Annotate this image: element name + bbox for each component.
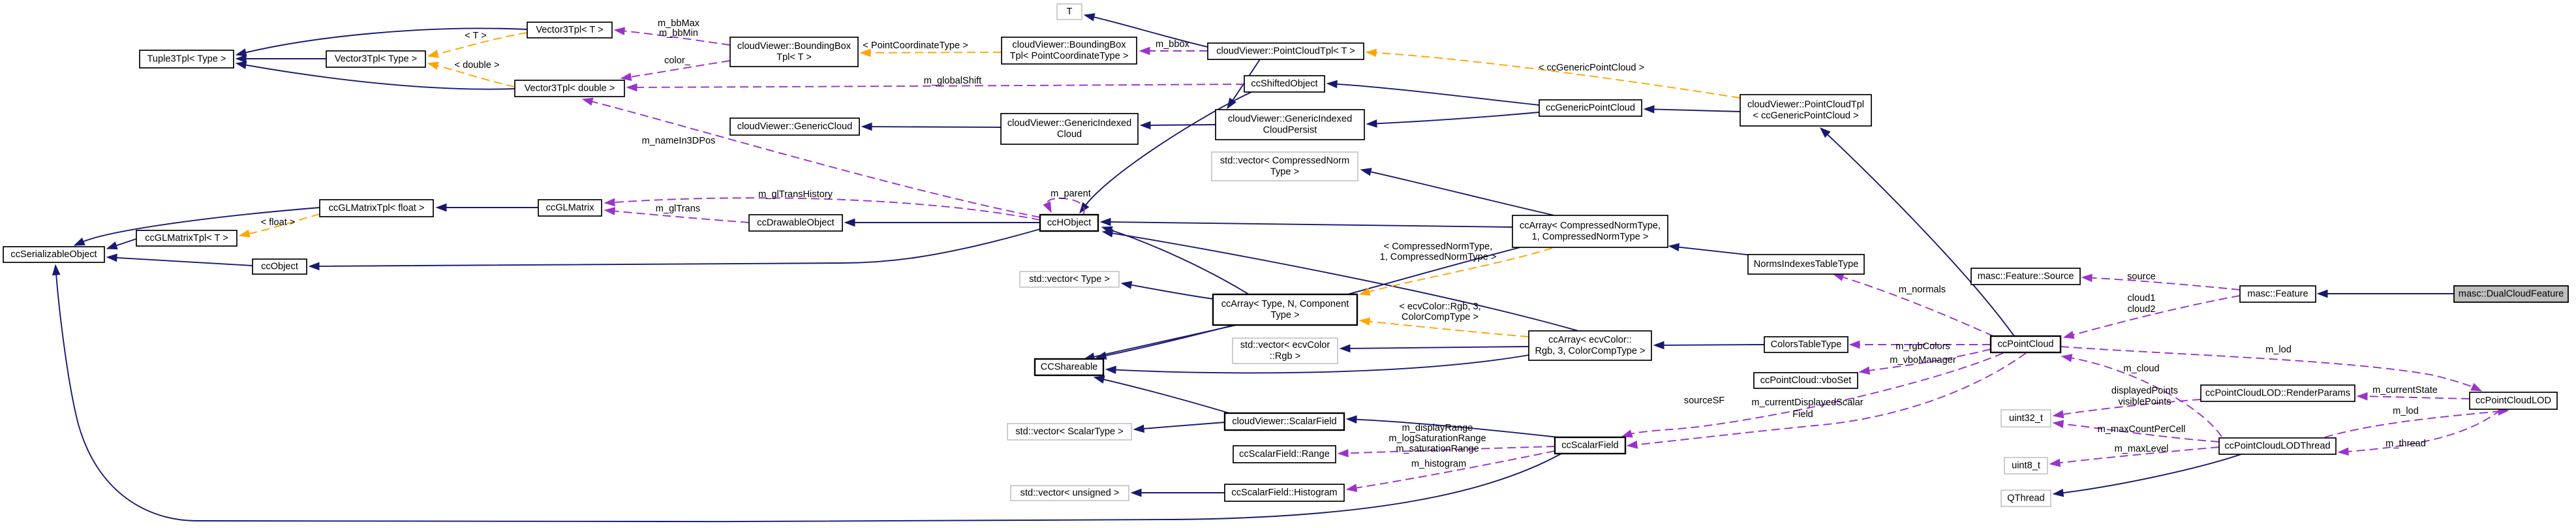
svg-text:ccDrawableObject: ccDrawableObject <box>757 218 834 228</box>
svg-text:QThread: QThread <box>2007 493 2045 504</box>
svg-text:m_glTransHistory: m_glTransHistory <box>758 189 833 200</box>
svg-text:displayedPoints: displayedPoints <box>2111 386 2178 396</box>
svg-text:NormsIndexesTableType: NormsIndexesTableType <box>1754 259 1859 270</box>
svg-text:ccArray< CompressedNormType,: ccArray< CompressedNormType, <box>1520 221 1661 231</box>
svg-text:std::vector< unsigned >: std::vector< unsigned > <box>1020 488 1120 499</box>
svg-text:Vector3Tpl< Type >: Vector3Tpl< Type > <box>335 54 417 65</box>
svg-text:uint32_t: uint32_t <box>2009 413 2043 424</box>
svg-text:std::vector< CompressedNorm: std::vector< CompressedNorm <box>1220 156 1349 166</box>
svg-text:cloudViewer::GenericIndexed: cloudViewer::GenericIndexed <box>1228 114 1352 125</box>
svg-text:cloudViewer::GenericCloud: cloudViewer::GenericCloud <box>737 121 853 132</box>
svg-text:cloudViewer::PointCloudTpl< T: cloudViewer::PointCloudTpl< T > <box>1216 46 1355 57</box>
svg-text:< double >: < double > <box>455 60 500 70</box>
svg-text:std::vector< Type >: std::vector< Type > <box>1029 274 1110 285</box>
svg-text:Vector3Tpl< T >: Vector3Tpl< T > <box>536 25 603 35</box>
svg-text:std::vector< ecvColor: std::vector< ecvColor <box>1240 340 1330 350</box>
svg-text:uint8_t: uint8_t <box>2012 461 2040 471</box>
svg-text:source: source <box>2127 272 2156 282</box>
svg-text:m_logSaturationRange: m_logSaturationRange <box>1388 433 1486 444</box>
svg-text:ccPointCloudLOD::RenderParams: ccPointCloudLOD::RenderParams <box>2205 388 2350 399</box>
svg-text:Tpl< T >: Tpl< T > <box>776 52 812 63</box>
svg-text:< T >: < T > <box>465 31 487 41</box>
svg-text:::Rgb >: ::Rgb > <box>1270 351 1300 362</box>
svg-text:1, CompressedNormType >: 1, CompressedNormType > <box>1532 232 1649 242</box>
svg-text:m_cloud: m_cloud <box>2123 364 2159 374</box>
svg-text:cloudViewer::GenericIndexed: cloudViewer::GenericIndexed <box>1007 118 1131 129</box>
svg-text:m_bbox: m_bbox <box>1156 39 1190 50</box>
svg-text:ccPointCloud::vboSet: ccPointCloud::vboSet <box>1760 375 1852 386</box>
svg-text:m_currentDisplayedScalar: m_currentDisplayedScalar <box>1751 397 1863 408</box>
svg-text:Type >: Type > <box>1270 167 1299 178</box>
svg-text:masc::DualCloudFeature: masc::DualCloudFeature <box>2459 289 2564 300</box>
svg-text:< PointCoordinateType >: < PointCoordinateType > <box>863 40 968 51</box>
svg-text:ccPointCloud: ccPointCloud <box>1998 339 2054 350</box>
svg-text:m_currentState: m_currentState <box>2372 385 2438 396</box>
svg-text:< ccGenericPointCloud >: < ccGenericPointCloud > <box>1539 63 1644 73</box>
svg-text:ccScalarField: ccScalarField <box>1561 441 1619 451</box>
svg-text:m_bbMax: m_bbMax <box>658 18 700 29</box>
svg-text:ccScalarField::Histogram: ccScalarField::Histogram <box>1231 488 1337 498</box>
svg-text:ccShiftedObject: ccShiftedObject <box>1251 79 1317 89</box>
svg-text:CloudPersist: CloudPersist <box>1263 125 1317 136</box>
svg-text:m_rgbColors: m_rgbColors <box>1895 341 1950 352</box>
svg-text:ccGLMatrixTpl< float >: ccGLMatrixTpl< float > <box>329 203 425 213</box>
svg-text:m_vboManager: m_vboManager <box>1890 355 1956 365</box>
svg-text:Tuple3Tpl< Type >: Tuple3Tpl< Type > <box>147 54 226 65</box>
svg-text:cloud2: cloud2 <box>2127 304 2155 315</box>
svg-text:1, CompressedNormType >: 1, CompressedNormType > <box>1380 252 1497 262</box>
svg-text:ccObject: ccObject <box>261 262 298 272</box>
svg-text:ColorCompType >: ColorCompType > <box>1402 312 1479 322</box>
svg-text:ColorsTableType: ColorsTableType <box>1771 339 1842 350</box>
svg-text:masc::Feature::Source: masc::Feature::Source <box>1978 272 2074 282</box>
svg-text:m_saturationRange: m_saturationRange <box>1396 444 1479 454</box>
svg-text:ccArray< ecvColor::: ccArray< ecvColor:: <box>1548 335 1632 345</box>
svg-text:m_glTrans: m_glTrans <box>656 204 700 214</box>
svg-text:m_lod: m_lod <box>2393 406 2419 416</box>
svg-text:Field: Field <box>1792 409 1813 420</box>
svg-text:ccScalarField::Range: ccScalarField::Range <box>1239 449 1330 459</box>
svg-text:cloudViewer::BoundingBox: cloudViewer::BoundingBox <box>1012 40 1126 50</box>
svg-text:Rgb, 3, ColorCompType >: Rgb, 3, ColorCompType > <box>1535 346 1645 356</box>
svg-text:m_normals: m_normals <box>1899 285 1946 295</box>
svg-text:ccHObject: ccHObject <box>1047 218 1091 228</box>
svg-text:Tpl< PointCoordinateType >: Tpl< PointCoordinateType > <box>1010 51 1129 61</box>
svg-text:ccGLMatrixTpl< T >: ccGLMatrixTpl< T > <box>145 233 228 243</box>
svg-text:< float >: < float > <box>261 217 296 228</box>
svg-text:cloudViewer::ScalarField: cloudViewer::ScalarField <box>1232 416 1336 427</box>
svg-text:ccPointCloudLOD: ccPointCloudLOD <box>2476 396 2551 406</box>
svg-text:ccArray< Type, N, Component: ccArray< Type, N, Component <box>1221 299 1349 309</box>
svg-text:m_lod: m_lod <box>2265 345 2292 355</box>
svg-text:ccGenericPointCloud: ccGenericPointCloud <box>1546 103 1635 114</box>
svg-text:T: T <box>1067 7 1073 17</box>
svg-text:cloudViewer::PointCloudTpl: cloudViewer::PointCloudTpl <box>1747 100 1864 110</box>
svg-text:m_bbMin: m_bbMin <box>659 28 698 39</box>
svg-text:ccSerializableObject: ccSerializableObject <box>10 249 97 260</box>
svg-text:cloud1: cloud1 <box>2127 293 2155 303</box>
svg-text:cloudViewer::BoundingBox: cloudViewer::BoundingBox <box>737 41 851 52</box>
svg-text:m_nameIn3DPos: m_nameIn3DPos <box>642 136 716 146</box>
svg-text:sourceSF: sourceSF <box>1684 396 1725 406</box>
svg-text:m_maxCountPerCell: m_maxCountPerCell <box>2098 424 2186 435</box>
svg-text:m_displayRange: m_displayRange <box>1402 423 1473 433</box>
svg-text:Vector3Tpl< double >: Vector3Tpl< double > <box>525 84 615 94</box>
svg-text:masc::Feature: masc::Feature <box>2247 289 2308 300</box>
svg-text:visiblePoints: visiblePoints <box>2118 397 2171 407</box>
svg-text:Cloud: Cloud <box>1057 129 1082 140</box>
svg-text:ccGLMatrix: ccGLMatrix <box>546 203 594 213</box>
svg-text:< ecvColor::Rgb, 3,: < ecvColor::Rgb, 3, <box>1399 302 1480 312</box>
svg-text:m_maxLevel: m_maxLevel <box>2115 444 2169 454</box>
svg-text:ccPointCloudLODThread: ccPointCloudLODThread <box>2224 441 2330 452</box>
svg-text:m_globalShift: m_globalShift <box>924 76 981 86</box>
svg-text:< ccGenericPointCloud >: < ccGenericPointCloud > <box>1753 111 1858 121</box>
svg-text:m_histogram: m_histogram <box>1411 459 1466 469</box>
svg-text:std::vector< ScalarType >: std::vector< ScalarType > <box>1015 427 1123 437</box>
svg-text:m_parent: m_parent <box>1050 189 1091 199</box>
svg-text:m_thread: m_thread <box>2385 439 2426 449</box>
svg-text:< CompressedNormType,: < CompressedNormType, <box>1384 241 1493 252</box>
svg-text:Type >: Type > <box>1270 310 1299 320</box>
svg-text:CCShareable: CCShareable <box>1041 362 1098 373</box>
svg-text:color_: color_ <box>664 55 691 66</box>
